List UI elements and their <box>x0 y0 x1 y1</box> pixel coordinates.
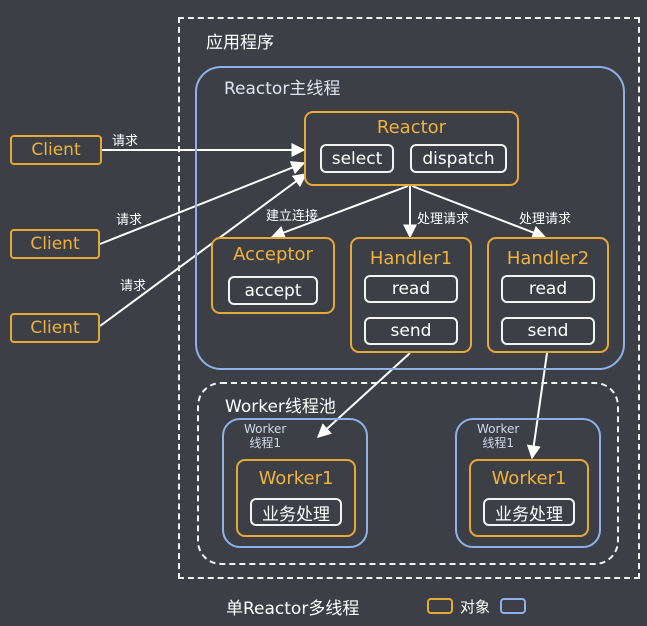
handler1-read: read <box>364 275 458 303</box>
reactor-title: Reactor <box>376 117 447 138</box>
request-label-2: 请求 <box>116 213 143 228</box>
handler1-box: Handler1 read send <box>350 237 472 353</box>
reactor-thread-label: Reactor主线程 <box>224 79 341 99</box>
worker-pool-frame <box>197 382 619 565</box>
dispatch-method: dispatch <box>410 144 507 173</box>
legend-thread-swatch <box>500 598 526 614</box>
accept-method: accept <box>228 276 318 305</box>
edge-client2-reactor <box>99 161 306 245</box>
edge-handler2-worker <box>526 352 548 460</box>
worker-thread-frame-1 <box>222 418 368 548</box>
worker-thread-frame-2 <box>455 418 601 548</box>
handler2-read: read <box>501 275 595 303</box>
handler2-send: send <box>501 317 595 345</box>
acceptor-title: Acceptor <box>233 244 313 265</box>
process-request-label-1: 处理请求 <box>417 212 470 227</box>
worker-title-2: Worker1 <box>491 468 567 489</box>
worker-thread-label-1: Worker 线程1 <box>244 422 287 450</box>
application-frame <box>178 17 640 579</box>
reactor-thread-frame <box>195 66 625 370</box>
application-label: 应用程序 <box>206 33 274 53</box>
request-label-1: 请求 <box>112 134 139 149</box>
client-3: Client <box>10 313 100 343</box>
worker-thread-label-2: Worker 线程1 <box>477 422 520 450</box>
edge-reactor-handler2 <box>411 185 547 240</box>
worker-task-1: 业务处理 <box>250 498 342 526</box>
handler1-send: send <box>364 317 458 345</box>
request-label-3: 请求 <box>120 279 147 294</box>
establish-connection-label: 建立连接 <box>266 209 319 224</box>
edge-client3-reactor <box>99 173 308 327</box>
client-2: Client <box>10 229 100 259</box>
select-method: select <box>320 144 394 173</box>
worker-pool-label: Worker线程池 <box>225 397 336 417</box>
handler2-title: Handler2 <box>506 248 590 269</box>
edge-reactor-acceptor <box>270 185 409 240</box>
handler1-title: Handler1 <box>369 248 453 269</box>
worker-box-2: Worker1 业务处理 <box>469 459 589 537</box>
worker-title-1: Worker1 <box>258 468 334 489</box>
worker-box-1: Worker1 业务处理 <box>236 459 356 537</box>
handler2-box: Handler2 read send <box>487 237 609 353</box>
worker-task-2: 业务处理 <box>483 498 575 526</box>
process-request-label-2: 处理请求 <box>519 212 572 227</box>
reactor-box: Reactor select dispatch <box>304 111 519 186</box>
edge-handler1-worker <box>316 352 411 438</box>
diagram-caption: 单Reactor多线程 <box>226 599 360 619</box>
legend-object-label: 对象 <box>460 598 491 616</box>
legend-object-swatch <box>427 598 453 614</box>
client-1: Client <box>10 135 102 165</box>
acceptor-box: Acceptor accept <box>211 237 335 314</box>
